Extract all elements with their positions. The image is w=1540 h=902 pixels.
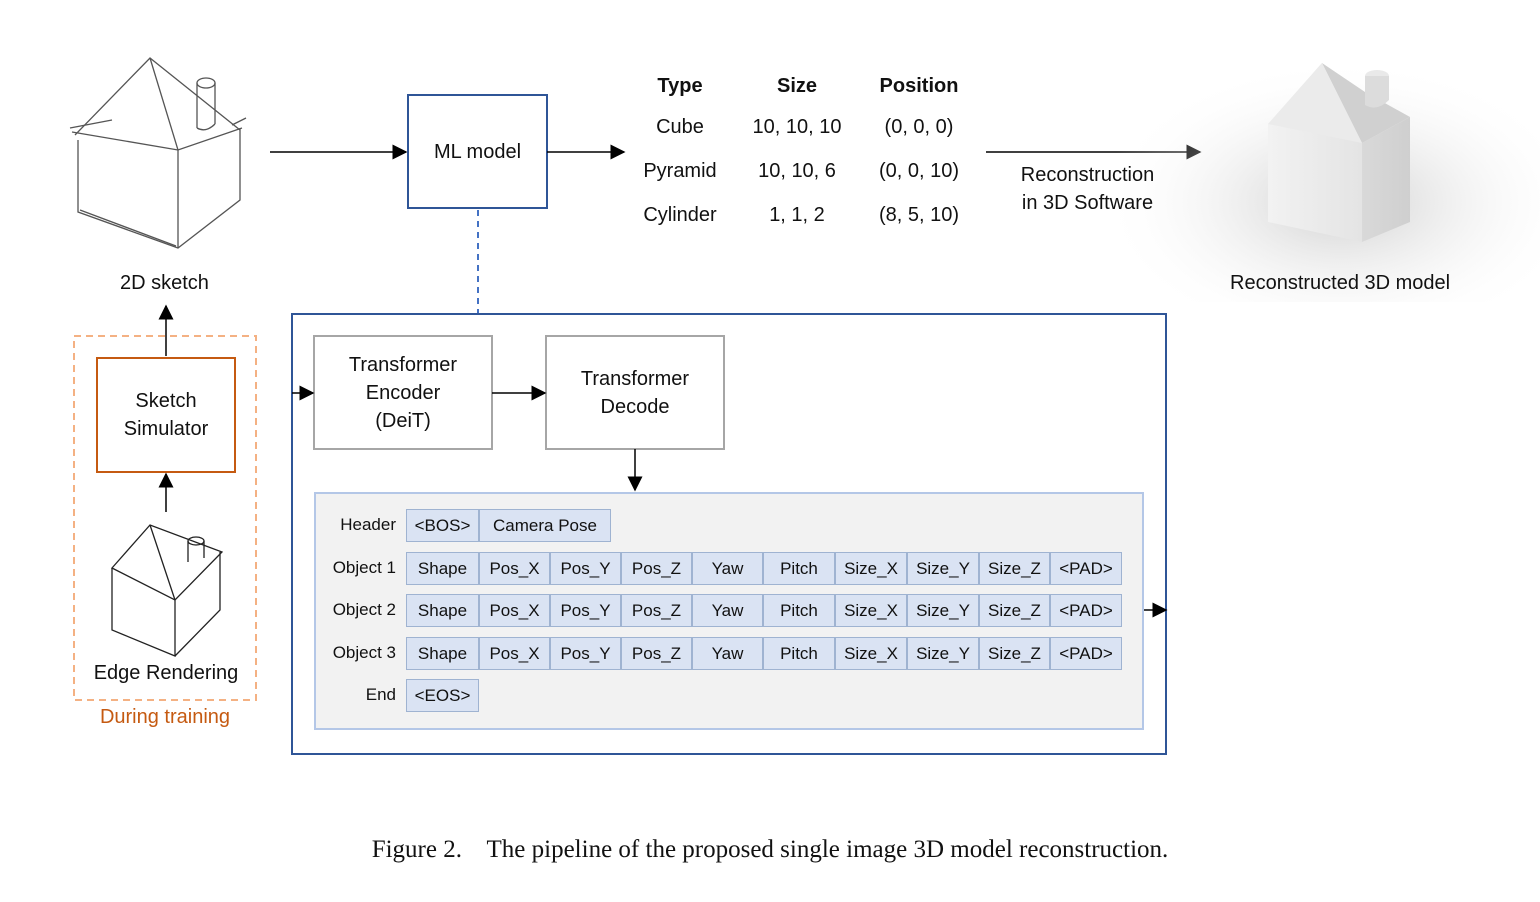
table-cell: 1, 1, 2 [769, 204, 825, 226]
sequence-token: Shape [406, 594, 479, 627]
table-cell: Cube [656, 116, 704, 138]
model-detail-frame [291, 313, 1167, 755]
sequence-token: Camera Pose [479, 509, 611, 542]
sequence-token: Pos_Z [621, 552, 692, 585]
sequence-token: Yaw [692, 637, 763, 670]
sequence-token: Pitch [763, 637, 835, 670]
sketch-label: 2D sketch [120, 272, 209, 294]
table-cell: (0, 0, 0) [884, 116, 954, 138]
table-header-position: Position [879, 75, 959, 97]
sequence-token: Pitch [763, 594, 835, 627]
during-training-label: During training [99, 706, 231, 728]
during-training-frame [73, 335, 257, 701]
sketch-simulator-box [96, 357, 236, 473]
sequence-token: Pitch [763, 552, 835, 585]
reconstructed-label: Reconstructed 3D model [1230, 272, 1451, 294]
decoder-label: Transformer Decode [546, 336, 724, 449]
reconstruction-label-line2: in 3D Software [1021, 192, 1154, 214]
ml-model-text: ML model [433, 140, 522, 163]
sketch-simulator-line1: Sketch [135, 390, 197, 412]
table-cell: 10, 10, 10 [752, 116, 842, 138]
sequence-row-label: Object 3 [332, 643, 396, 662]
sequence-token: Size_Y [907, 637, 979, 670]
edge-rendering-drawing [110, 524, 224, 657]
sequence-token: Size_Y [907, 594, 979, 627]
sequence-token: Pos_Y [550, 594, 621, 627]
table-cell: (0, 0, 10) [878, 160, 960, 182]
decoder-box [545, 335, 725, 450]
sequence-token: Pos_X [479, 594, 550, 627]
sequence-token: Size_Z [979, 594, 1050, 627]
figure-caption: Figure 2. The pipeline of the proposed s… [371, 836, 1169, 863]
sequence-token: Size_X [835, 552, 907, 585]
sequence-token: <PAD> [1050, 594, 1122, 627]
sequence-token: Pos_X [479, 552, 550, 585]
encoder-line3: (DeiT) [375, 409, 431, 432]
sequence-token: Pos_Z [621, 594, 692, 627]
sequence-token: Pos_Y [550, 637, 621, 670]
decoder-line2: Decode [600, 395, 670, 418]
sequence-token: <EOS> [406, 679, 479, 712]
sequence-token: <PAD> [1050, 552, 1122, 585]
reconstruction-label-line1: Reconstruction [1020, 164, 1155, 186]
sequence-token: Size_X [835, 637, 907, 670]
sequence-token: <BOS> [406, 509, 479, 542]
edge-rendering-label: Edge Rendering [93, 662, 239, 684]
sequence-token: Pos_Z [621, 637, 692, 670]
encoder-line2: Encoder [365, 381, 441, 404]
encoder-line1: Transformer [348, 353, 458, 376]
sequence-token: Size_Y [907, 552, 979, 585]
sequence-token: <PAD> [1050, 637, 1122, 670]
sketch-house-drawing [69, 57, 247, 249]
ml-model-box [407, 94, 548, 209]
rendered-3d-house [1100, 40, 1540, 302]
sequence-token: Pos_Y [550, 552, 621, 585]
table-header-size: Size [776, 75, 818, 97]
sequence-row-label: Object 2 [332, 600, 396, 619]
sequence-token: Size_Z [979, 637, 1050, 670]
table-cell: 10, 10, 6 [758, 160, 836, 182]
table-cell: Cylinder [643, 204, 717, 226]
ml-model-label: ML model [408, 95, 547, 208]
sequence-row-label: Header [340, 515, 396, 534]
table-header-type: Type [657, 75, 703, 97]
sequence-row-label: Object 1 [332, 558, 396, 577]
table-cell: (8, 5, 10) [878, 204, 960, 226]
sequence-token: Pos_X [479, 637, 550, 670]
decoder-line1: Transformer [580, 367, 690, 390]
sequence-token: Size_Z [979, 552, 1050, 585]
sequence-row-label: End [365, 685, 396, 704]
sequence-token: Size_X [835, 594, 907, 627]
sketch-simulator-label: Sketch Simulator [97, 358, 235, 472]
sequence-token: Shape [406, 552, 479, 585]
sketch-simulator-line2: Simulator [123, 418, 209, 440]
sequence-token: Shape [406, 637, 479, 670]
sequence-token: Yaw [692, 594, 763, 627]
encoder-label: Transformer Encoder (DeiT) [314, 336, 492, 449]
table-cell: Pyramid [643, 160, 717, 182]
sequence-token: Yaw [692, 552, 763, 585]
